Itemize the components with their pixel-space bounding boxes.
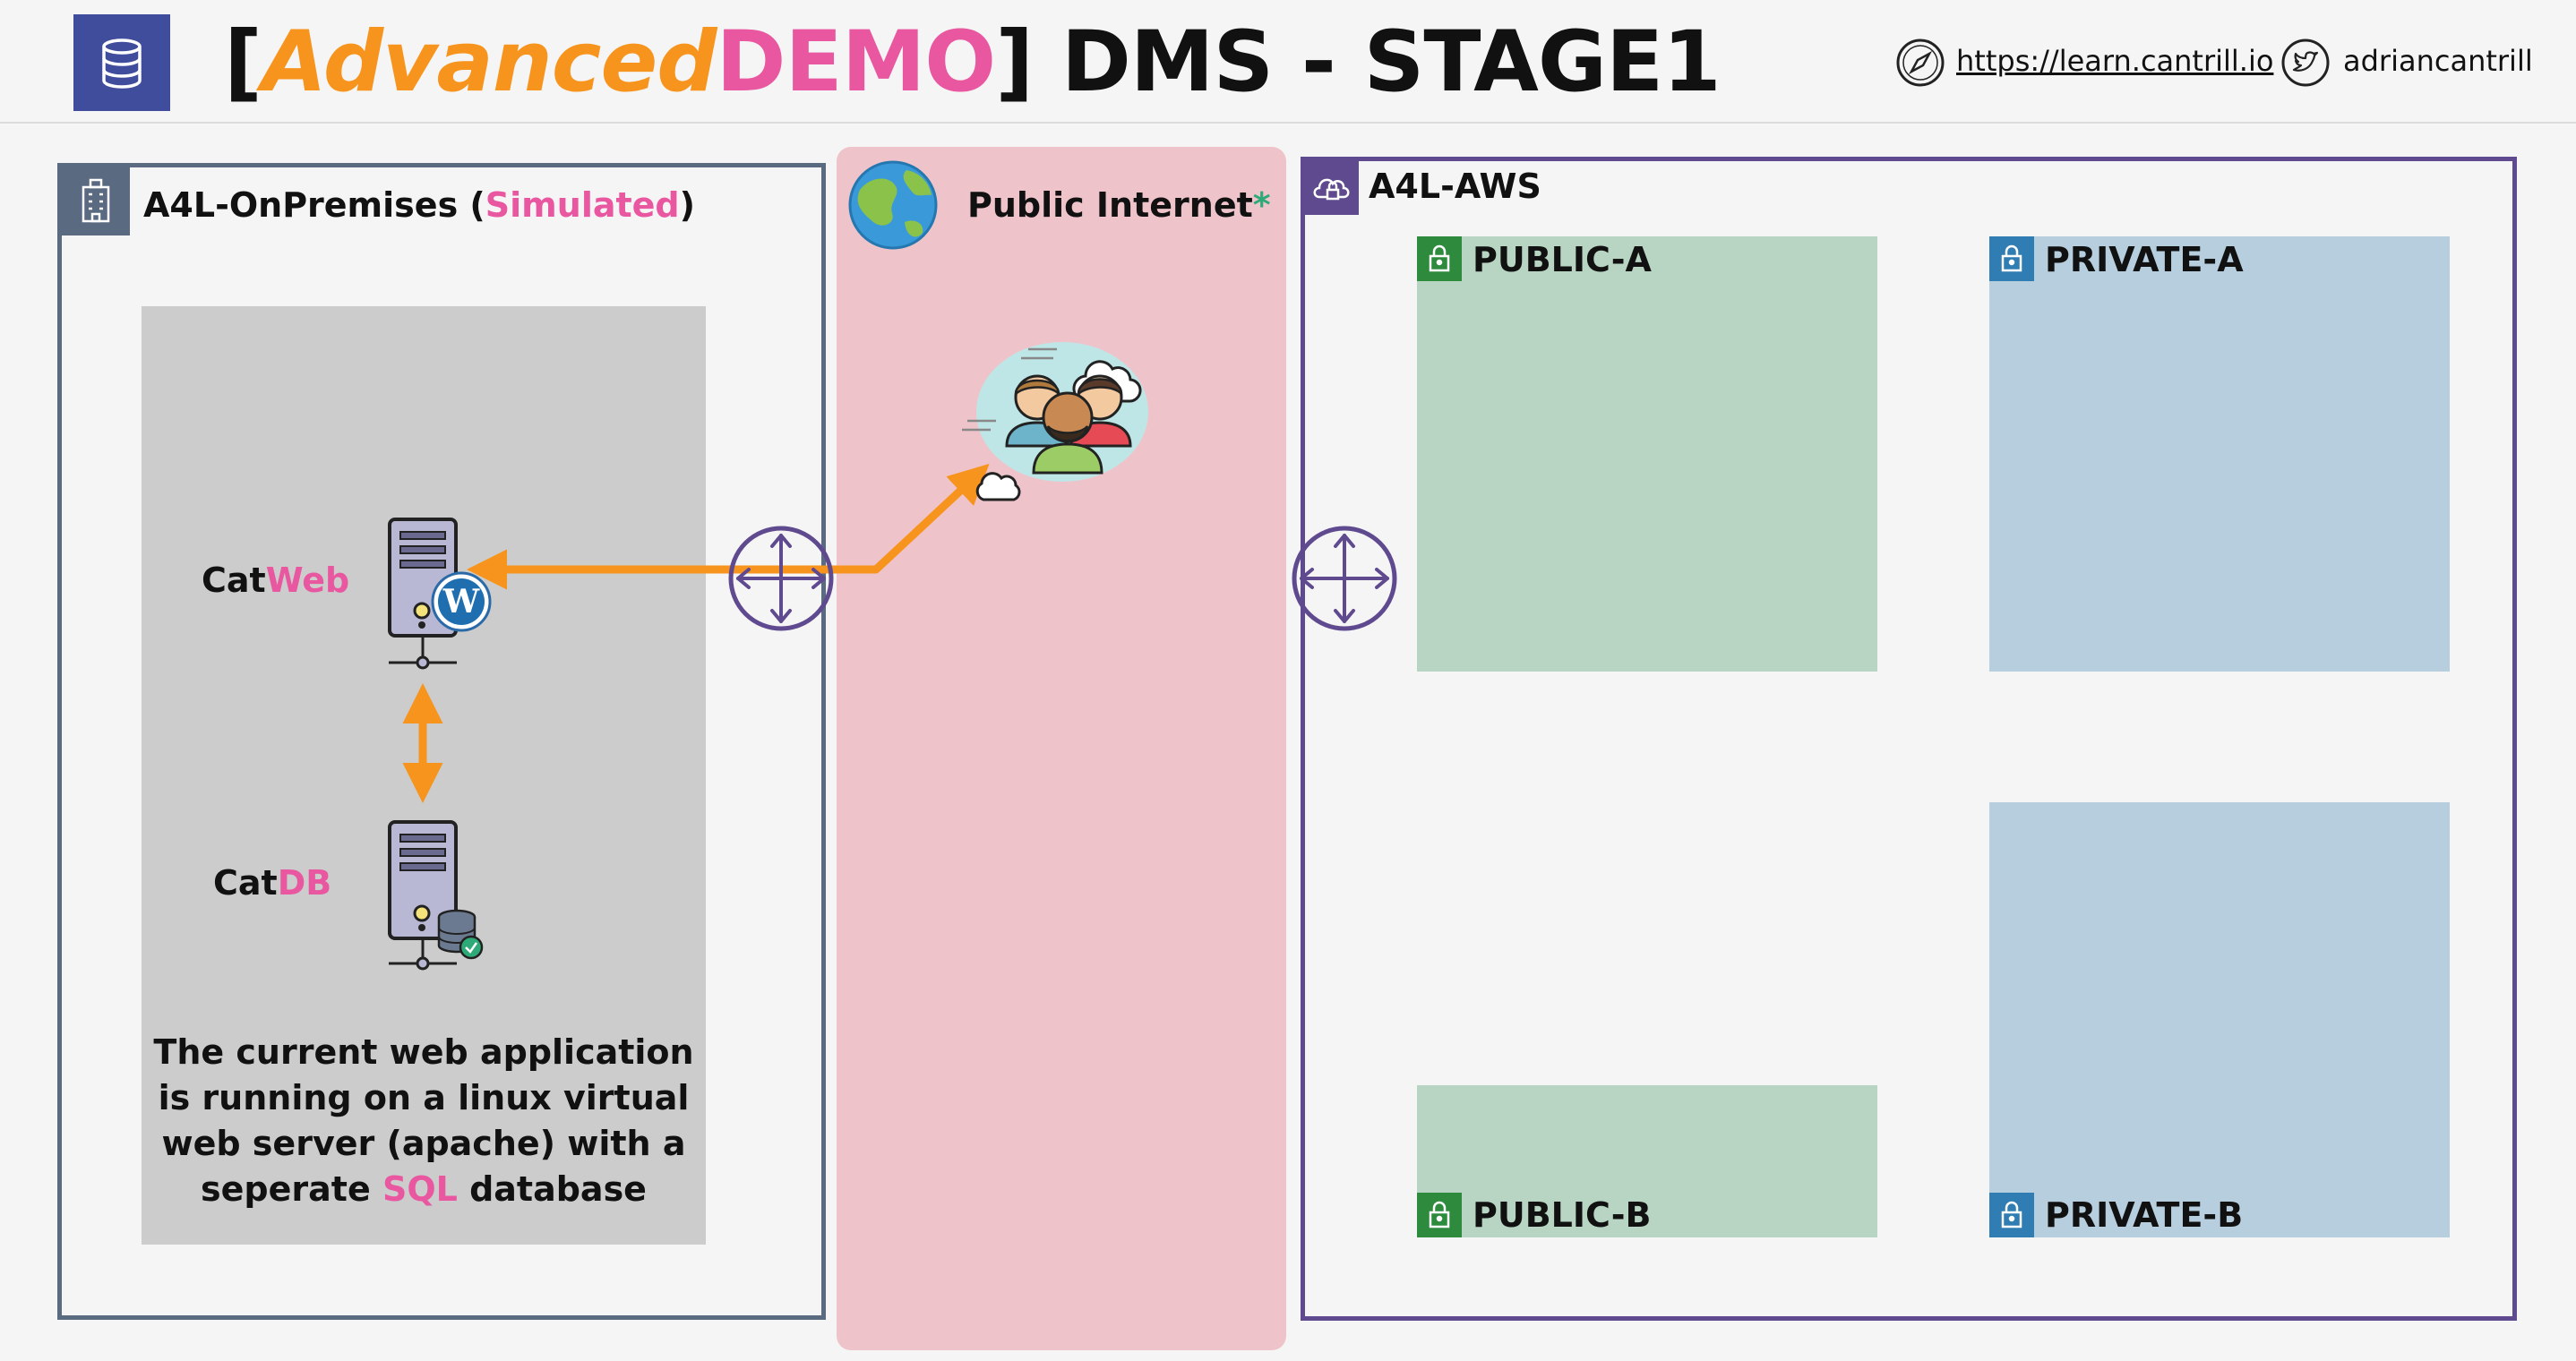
aws-title: A4L-AWS — [1369, 167, 1541, 206]
catweb-label: CatWeb — [202, 561, 350, 600]
subnet-public-b: PUBLIC-B — [1417, 1085, 1877, 1237]
lock-icon — [1989, 236, 2034, 281]
twitter-icon — [2280, 38, 2331, 91]
subnet-label: PRIVATE-A — [2045, 240, 2244, 279]
database-icon — [73, 14, 170, 111]
catdb-label: CatDB — [213, 863, 332, 903]
lock-icon — [1989, 1193, 2034, 1237]
subnet-private-b: PRIVATE-B — [1989, 802, 2450, 1237]
subnet-label: PRIVATE-B — [2045, 1195, 2244, 1235]
aws-account-panel — [1301, 157, 2517, 1321]
compass-icon — [1895, 38, 1945, 91]
subnet-label: PUBLIC-A — [1473, 240, 1652, 279]
course-url-link[interactable]: https://learn.cantrill.io — [1956, 44, 2274, 78]
page-title: [AdvancedDEMO] DMS - STAGE1 — [224, 13, 1722, 111]
lock-icon — [1417, 1193, 1462, 1237]
public-internet-title: Public Internet* — [967, 185, 1271, 225]
title-demo: DEMO — [716, 13, 997, 111]
title-advanced: Advanced — [261, 13, 717, 111]
building-icon — [62, 167, 130, 235]
onprem-title: A4L-OnPremises (Simulated) — [143, 185, 696, 225]
subnet-public-a: PUBLIC-A — [1417, 236, 1877, 672]
cloud-lock-icon — [1305, 161, 1359, 215]
twitter-handle[interactable]: adriancantrill — [2343, 44, 2533, 78]
subnet-label: PUBLIC-B — [1473, 1195, 1652, 1235]
public-internet-zone — [837, 147, 1286, 1350]
onprem-panel — [57, 163, 826, 1320]
header-divider — [0, 122, 2576, 124]
lock-icon — [1417, 236, 1462, 281]
subnet-private-a: PRIVATE-A — [1989, 236, 2450, 672]
onprem-description: The current web application is running o… — [153, 1032, 694, 1209]
